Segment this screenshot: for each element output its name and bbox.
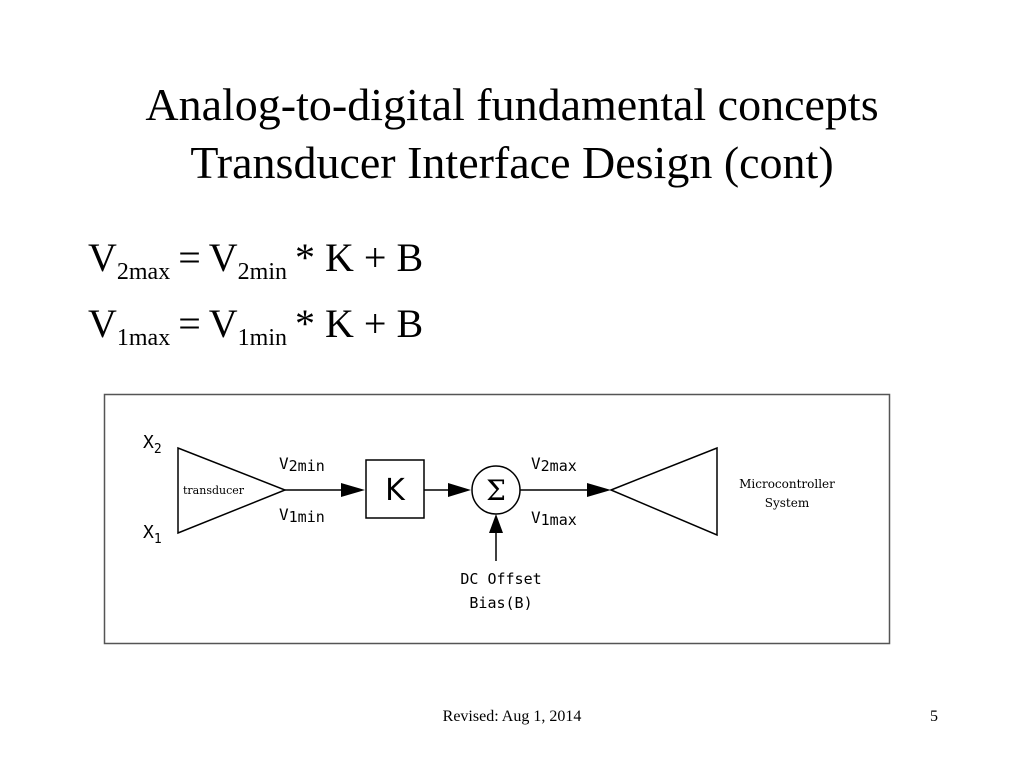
eq2-equals: = [178, 301, 201, 346]
eq1-rhs: V [208, 235, 238, 280]
x1-label: X1 [143, 522, 162, 547]
page-number: 5 [930, 708, 938, 725]
v2min-label: V2min [279, 454, 325, 475]
title-line-2: Transducer Interface Design (cont) [190, 137, 834, 188]
gain-label: K [385, 473, 406, 508]
arrow-into-k [341, 483, 365, 497]
micro-label-line1: Microcontroller [739, 477, 835, 491]
offset-label-line1: DC Offset [460, 570, 541, 588]
v1max-label: V1max [531, 508, 577, 529]
eq1-lhs-sub: 2max [116, 259, 171, 285]
eq1-tail: * K + B [295, 235, 424, 280]
eq1-equals: = [178, 235, 201, 280]
v2max-label: V2max [531, 454, 577, 475]
eq1-rhs-sub: 2min [237, 259, 288, 285]
micro-label-line2: System [765, 496, 810, 510]
microcontroller-input-stage [609, 446, 718, 537]
block-diagram: X2 X1 transducer V2min V1min K Σ DC Offs… [103, 393, 891, 645]
arrow-offset-up [489, 514, 503, 533]
revised-date: Revised: Aug 1, 2014 [442, 708, 582, 725]
equation-v2max: V2max=V2min* K + B [88, 234, 424, 284]
transducer-amplifier [177, 446, 288, 535]
eq2-lhs-sub: 1max [116, 325, 171, 351]
eq1-lhs: V [88, 235, 117, 280]
x2-label: X2 [143, 432, 162, 457]
v1min-label: V1min [279, 505, 325, 526]
transducer-label: transducer [183, 484, 245, 497]
gain-block [365, 459, 425, 519]
arrow-into-sum [448, 483, 471, 497]
eq2-tail: * K + B [295, 301, 424, 346]
slide-title: Analog-to-digital fundamental concepts T… [0, 76, 1024, 192]
eq2-rhs: V [208, 301, 238, 346]
equation-v1max: V1max=V1min* K + B [88, 300, 424, 350]
eq2-lhs: V [88, 301, 117, 346]
eq2-rhs-sub: 1min [237, 325, 288, 351]
arrow-into-micro [587, 483, 611, 497]
title-line-1: Analog-to-digital fundamental concepts [145, 79, 879, 130]
sum-symbol: Σ [486, 474, 506, 507]
offset-label-line2: Bias(B) [469, 594, 532, 612]
